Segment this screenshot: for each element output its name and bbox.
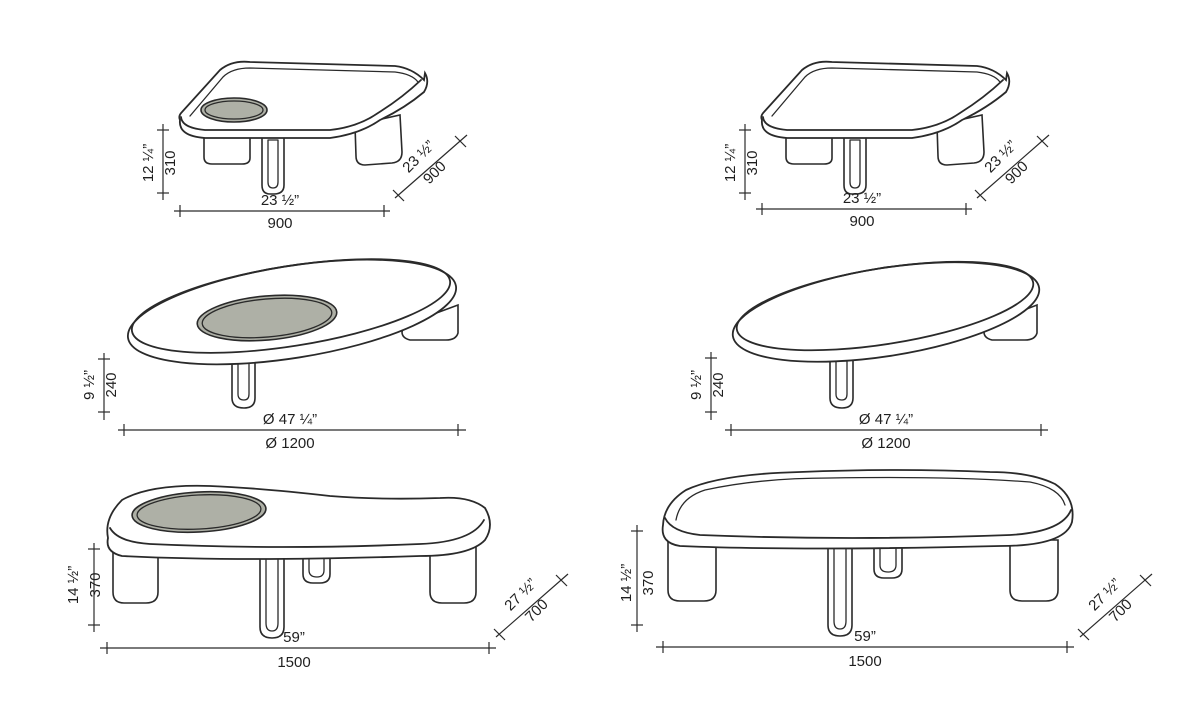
height-mm-label: 310 [744, 150, 761, 175]
width-dimension: 59” 1500 [100, 629, 496, 671]
height-dimension: 9 ½” 240 [688, 352, 727, 420]
diameter-dimension: Ø 47 ¼” Ø 1200 [725, 411, 1048, 452]
width-dimension: 23 ½” 900 [756, 190, 972, 230]
depth-dimension: 23 ½” 900 [392, 134, 468, 202]
table-oblong-with-glass: 14 ½” 370 59” 1500 27 ½” 700 [65, 484, 569, 671]
width-mm-label: 1500 [277, 654, 310, 671]
height-inches-label: 14 ½” [618, 564, 635, 602]
table-illustration [731, 260, 1041, 409]
height-dimension: 12 ¼” 310 [722, 124, 761, 200]
table-illustration [126, 258, 459, 409]
width-mm-label: 900 [849, 213, 874, 230]
height-dimension: 14 ½” 370 [618, 525, 657, 632]
table-illustration [760, 60, 1011, 195]
width-mm-label: 900 [267, 215, 292, 232]
table-round-with-glass: 9 ½” 240 Ø 47 ¼” Ø 1200 [81, 258, 466, 452]
height-inches-label: 9 ½” [688, 370, 705, 400]
table-oblong: 14 ½” 370 59” 1500 27 ½” 700 [618, 469, 1153, 670]
diameter-mm-label: Ø 1200 [265, 435, 314, 452]
height-mm-label: 370 [640, 570, 657, 595]
height-inches-label: 12 ¼” [722, 144, 739, 182]
width-dimension: 23 ½” 900 [174, 192, 390, 232]
diameter-inches-label: Ø 47 ¼” [263, 411, 317, 428]
width-inches-label: 23 ½” [261, 192, 299, 209]
depth-dimension: 27 ½” 700 [493, 573, 569, 641]
height-dimension: 12 ¼” 310 [140, 124, 179, 200]
height-mm-label: 370 [87, 572, 104, 597]
height-dimension: 9 ½” 240 [81, 353, 120, 420]
diameter-mm-label: Ø 1200 [861, 435, 910, 452]
depth-dimension: 23 ½” 900 [974, 134, 1050, 202]
width-inches-label: 59” [854, 628, 876, 645]
table-round: 9 ½” 240 Ø 47 ¼” Ø 1200 [688, 260, 1048, 452]
table-square-with-glass: 12 ¼” 310 23 ½” 900 23 ½” 900 [140, 60, 468, 232]
width-inches-label: 23 ½” [843, 190, 881, 207]
height-mm-label: 240 [710, 372, 727, 397]
width-dimension: 59” 1500 [656, 628, 1074, 670]
height-mm-label: 240 [103, 372, 120, 397]
depth-dimension: 27 ½” 700 [1077, 573, 1153, 641]
table-square: 12 ¼” 310 23 ½” 900 23 ½” 900 [722, 60, 1050, 230]
table-illustration [106, 484, 491, 639]
height-inches-label: 14 ½” [65, 566, 82, 604]
table-illustration [661, 469, 1074, 637]
height-inches-label: 9 ½” [81, 370, 98, 400]
width-mm-label: 1500 [848, 653, 881, 670]
width-inches-label: 59” [283, 629, 305, 646]
diameter-inches-label: Ø 47 ¼” [859, 411, 913, 428]
table-illustration [178, 60, 429, 195]
diameter-dimension: Ø 47 ¼” Ø 1200 [118, 411, 466, 452]
height-mm-label: 310 [162, 150, 179, 175]
height-dimension: 14 ½” 370 [65, 543, 104, 632]
height-inches-label: 12 ¼” [140, 144, 157, 182]
